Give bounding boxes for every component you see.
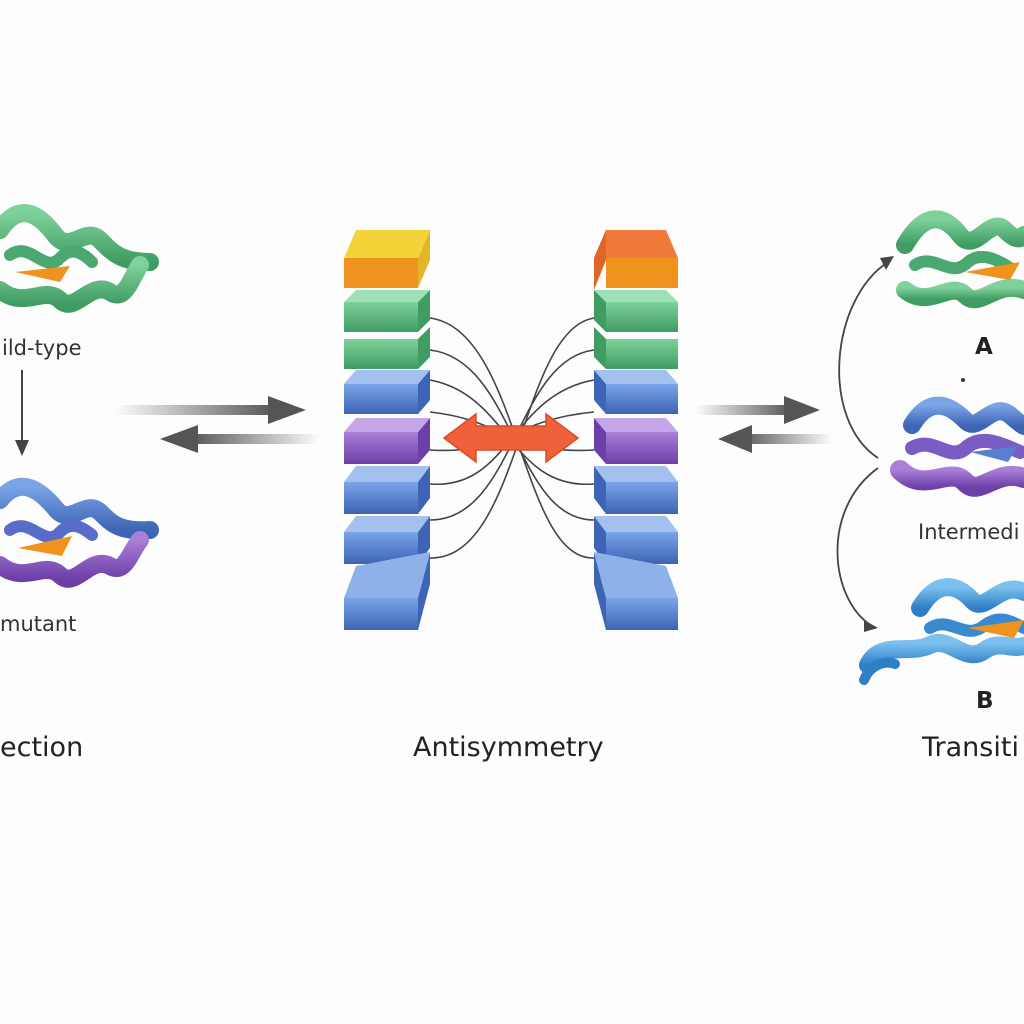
- layer-green-2: [344, 327, 430, 369]
- arrowhead-up-icon: [880, 256, 894, 270]
- intermediate-label: Intermedi: [918, 520, 1020, 544]
- antisymmetry-double-arrow-icon: [442, 412, 580, 464]
- down-arrow-icon: [15, 370, 29, 456]
- right-layer-stack: [594, 230, 678, 630]
- arrowhead-down-icon: [864, 620, 878, 632]
- forward-arrow-right-icon: [696, 396, 820, 424]
- protein-b-icon: [859, 578, 1024, 685]
- layer-blue-4: [594, 552, 678, 630]
- left-section-title: ection: [0, 732, 84, 763]
- intermediate-protein-icon: [890, 396, 1024, 497]
- backward-arrow-icon: [160, 425, 320, 453]
- layer-green-1: [344, 290, 430, 332]
- mutant-label: mutant: [0, 612, 77, 636]
- wild-type-label: ild-type: [2, 336, 82, 360]
- layer-green-2: [594, 327, 678, 369]
- state-a-label: A: [975, 334, 993, 360]
- dot-mark: [961, 378, 965, 382]
- wild-type-protein-icon: [0, 204, 159, 313]
- protein-a-icon: [896, 210, 1024, 309]
- mutant-protein-icon: [0, 477, 159, 588]
- layer-blue-1: [594, 370, 678, 414]
- layer-blue-4: [344, 552, 430, 630]
- center-section-title: Antisymmetry: [413, 732, 604, 763]
- layer-purple: [594, 418, 678, 464]
- transitivity-curved-arrows: [836, 261, 889, 627]
- layer-blue-2: [594, 466, 678, 514]
- layer-blue-1: [344, 370, 430, 414]
- right-section-title: Transiti: [922, 732, 1019, 763]
- forward-arrow-icon: [115, 396, 306, 424]
- left-layer-stack: [344, 230, 430, 630]
- layer-purple: [344, 418, 430, 464]
- layer-blue-2: [344, 466, 430, 514]
- state-b-label: B: [976, 688, 994, 714]
- layer-green-1: [594, 290, 678, 332]
- backward-arrow-right-icon: [718, 425, 832, 453]
